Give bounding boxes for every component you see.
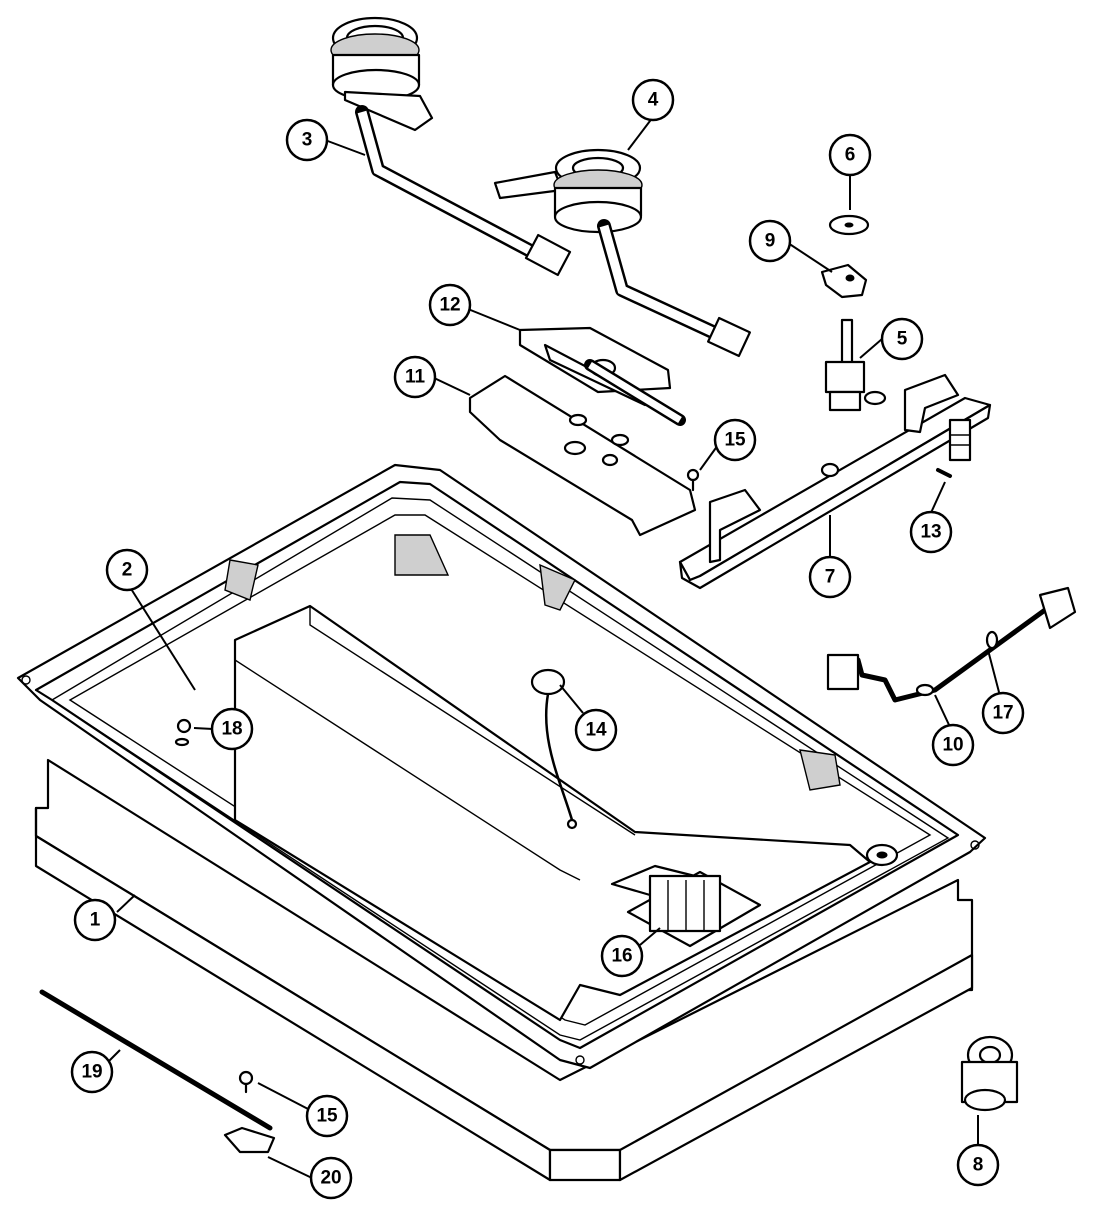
callout-11: 11 (393, 355, 437, 399)
callout-15-upper: 15 (713, 418, 757, 462)
svg-text:9: 9 (765, 231, 776, 252)
mounting-bracket-11 (468, 374, 697, 537)
svg-text:2: 2 (122, 560, 133, 581)
callout-17: 17 (981, 691, 1025, 735)
bracket-20 (223, 1126, 276, 1154)
valve-bracket-12 (518, 326, 686, 426)
wire-clip-14 (530, 668, 578, 830)
cooktop-base-pan (34, 758, 974, 1182)
callout-7: 7 (808, 555, 852, 599)
svg-text:5: 5 (897, 329, 908, 350)
screw-18 (174, 718, 192, 747)
screw-15-lower (238, 1070, 254, 1094)
svg-text:14: 14 (585, 720, 607, 741)
terminal-block-16 (610, 864, 762, 948)
burner-assembly-4 (493, 148, 752, 358)
svg-text:7: 7 (825, 567, 836, 588)
svg-text:13: 13 (920, 522, 941, 543)
callout-1: 1 (73, 898, 117, 942)
washer-6 (828, 214, 870, 236)
svg-text:19: 19 (81, 1062, 102, 1083)
svg-text:3: 3 (302, 130, 313, 151)
svg-text:15: 15 (316, 1106, 338, 1127)
callout-18: 18 (210, 707, 254, 751)
svg-text:15: 15 (724, 430, 746, 451)
svg-text:12: 12 (439, 295, 460, 316)
callout-3: 3 (285, 118, 329, 162)
screw-15-upper (686, 468, 700, 492)
callout-8: 8 (956, 1143, 1000, 1187)
callout-12: 12 (428, 283, 472, 327)
callout-4: 4 (631, 78, 675, 122)
svg-text:8: 8 (973, 1155, 984, 1176)
leader-lines (107, 116, 1001, 1179)
burner-assembly-3 (330, 16, 572, 277)
svg-text:4: 4 (648, 90, 659, 111)
svg-text:20: 20 (320, 1168, 341, 1189)
callout-10: 10 (931, 723, 975, 767)
callout-5: 5 (880, 317, 924, 361)
callout-2: 2 (105, 548, 149, 592)
svg-text:11: 11 (405, 367, 426, 388)
power-cord-17 (826, 586, 1077, 703)
svg-text:10: 10 (942, 735, 963, 756)
screw-13 (936, 468, 952, 478)
valve-5 (824, 318, 887, 412)
svg-text:1: 1 (90, 910, 101, 931)
callout-20: 20 (309, 1156, 353, 1200)
callout-6: 6 (828, 133, 872, 177)
callout-9: 9 (748, 219, 792, 263)
manifold-pipe-7 (678, 373, 992, 590)
callout-15-lower: 15 (305, 1094, 349, 1138)
svg-text:6: 6 (845, 145, 856, 166)
svg-text:17: 17 (992, 703, 1013, 724)
callout-19: 19 (70, 1050, 114, 1094)
callout-16: 16 (600, 934, 644, 978)
svg-text:18: 18 (221, 719, 242, 740)
rod-19 (39, 989, 273, 1131)
clip-9 (820, 263, 868, 299)
callout-14: 14 (574, 708, 618, 752)
callout-13: 13 (909, 510, 953, 554)
pressure-regulator-8 (960, 1035, 1019, 1112)
svg-text:16: 16 (611, 946, 632, 967)
